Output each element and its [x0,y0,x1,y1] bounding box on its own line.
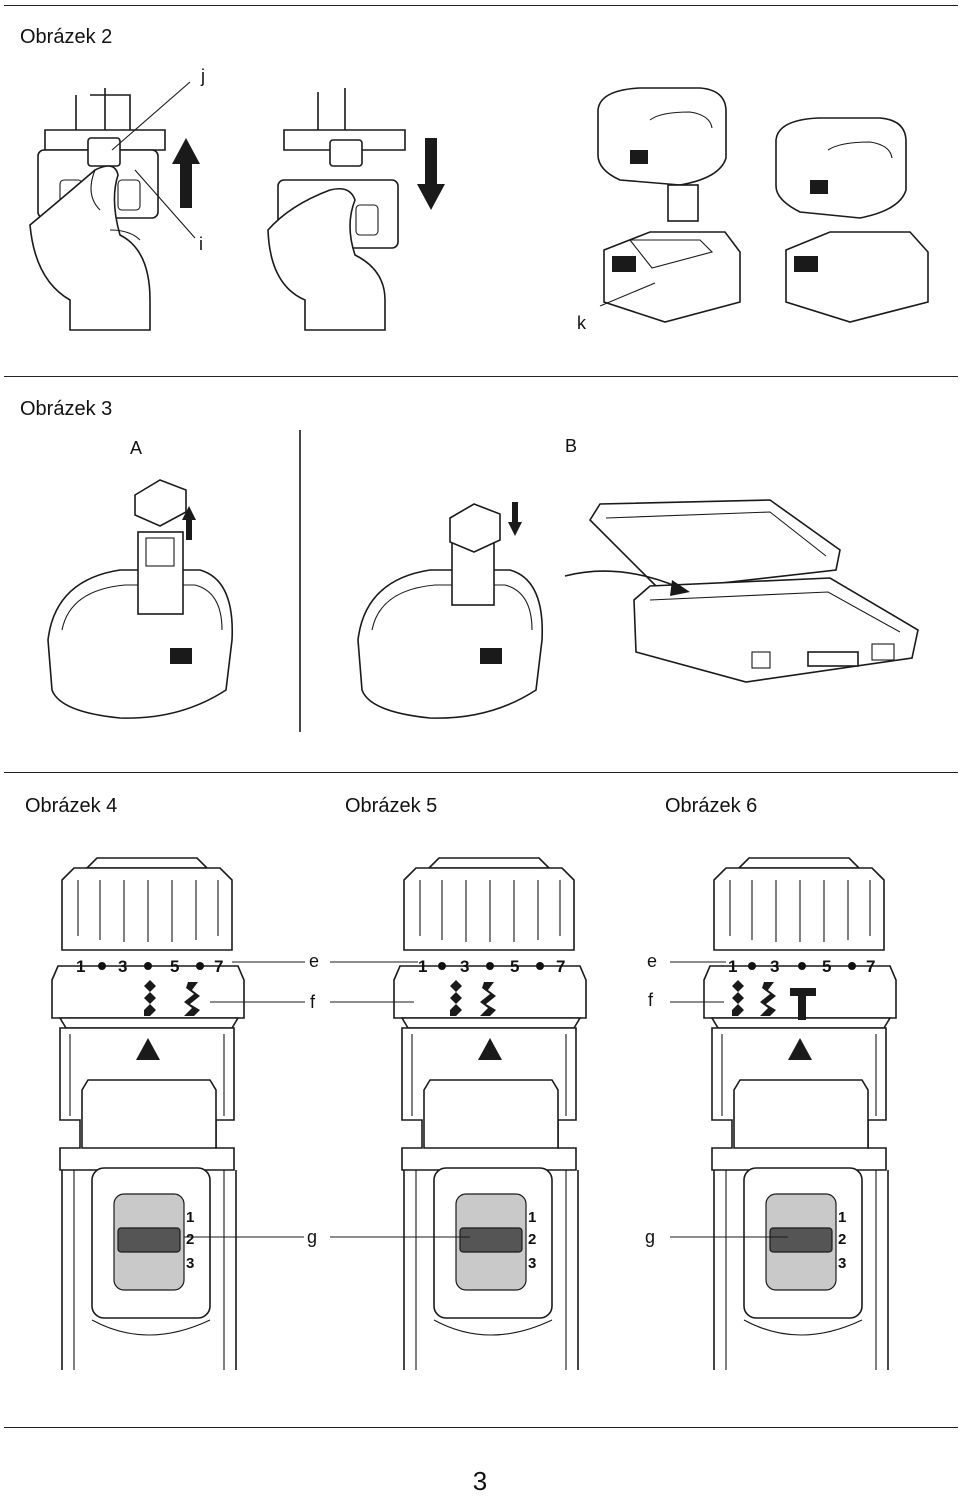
fig6-collar-number: 7 [866,957,875,976]
fig5-collar-number: 3 [460,957,469,976]
fig3-bottom-rule [4,772,958,773]
fig2-bottom-rule [4,376,958,377]
fig4-gear-number: 2 [186,1231,194,1248]
storage-case-icon [564,499,919,683]
top-rule [4,5,958,6]
label-i: i [199,234,203,254]
hand-pressing-release-icon [29,88,166,331]
fig6-caption: Obrázek 6 [665,795,758,817]
fig4-gear-number: 3 [186,1255,194,1272]
fig5-collar-number: 5 [510,957,519,976]
fig5-collar-number: 1 [418,957,427,976]
hammer-mode-icon [790,988,816,1020]
fig4-collar-number: 7 [214,957,223,976]
fig5-caption: Obrázek 5 [345,795,438,817]
leader-i [134,169,196,239]
fig6-collar-number: 1 [728,957,737,976]
fig6-gear-numbers: 1 2 3 [838,1209,846,1272]
drill-mode-icon [450,980,462,1016]
fig4-collar-markings: 1 3 5 7 [76,957,223,976]
fig4-collar-number: 3 [118,957,127,976]
fig3-caption: Obrázek 3 [20,398,113,420]
battery-cap-fitted-icon [357,502,544,719]
screw-mode-icon [184,982,200,1016]
fig4-gear-number: 1 [186,1209,194,1226]
fig5-collar-number: 7 [556,957,565,976]
fig6-gear-number: 1 [838,1209,846,1226]
label-a: A [130,438,143,458]
hand-holding-battery-icon [267,88,406,331]
fig4-gear-numbers: 1 2 3 [186,1209,194,1272]
arrow-down-icon [417,138,445,210]
fig4-label-e: e [309,951,320,971]
fig5-gear-number: 1 [528,1209,536,1226]
fig6-mode-icons [732,980,816,1020]
arrow-up-icon [172,138,200,208]
drill-mode-icon [144,980,156,1016]
drill-settings-illustration: 1 3 5 7 1 2 3 1 3 5 7 1 2 3 1 [51,857,897,1371]
fig4-mode-icons [144,980,200,1016]
screw-mode-icon [760,982,776,1016]
fig5-mode-icons [450,980,496,1016]
fig6-label-f: f [648,990,654,1010]
fig6-collar-markings: 1 3 5 7 [728,957,875,976]
leader-j [111,81,191,151]
fig4-caption: Obrázek 4 [25,795,118,817]
fig6-label-g: g [645,1227,656,1247]
leader-k [599,282,656,307]
drill-fig5-icon [393,857,587,1371]
drill-fig4-icon [51,857,245,1371]
fig2-caption: Obrázek 2 [20,26,113,48]
fig5-gear-number: 2 [528,1231,536,1248]
page-number: 3 [472,1466,488,1496]
fig4-collar-number: 1 [76,957,85,976]
fig456-bottom-rule [4,1427,958,1428]
fig4-label-g: g [307,1227,318,1247]
drill-mode-icon [732,980,744,1016]
battery-seated-in-charger-icon [775,117,929,323]
fig5-gear-number: 3 [528,1255,536,1272]
battery-cap-removed-icon [47,479,234,719]
fig2-battery-removal-illustration [29,81,929,331]
fig4-collar-number: 5 [170,957,179,976]
battery-over-charger-icon [597,87,741,323]
label-j: j [201,66,205,86]
fig6-gear-number: 2 [838,1231,846,1248]
fig3-battery-cap-and-case-illustration [47,430,919,732]
fig5-gear-numbers: 1 2 3 [528,1209,536,1272]
fig5-collar-markings: 1 3 5 7 [418,957,565,976]
fig6-gear-number: 3 [838,1255,846,1272]
label-k: k [577,313,586,333]
fig6-label-e: e [647,951,658,971]
fig6-collar-number: 5 [822,957,831,976]
fig4-label-f: f [310,992,316,1012]
label-b: B [565,436,578,456]
screw-mode-icon [480,982,496,1016]
drill-fig6-icon [703,857,897,1371]
fig6-collar-number: 3 [770,957,779,976]
